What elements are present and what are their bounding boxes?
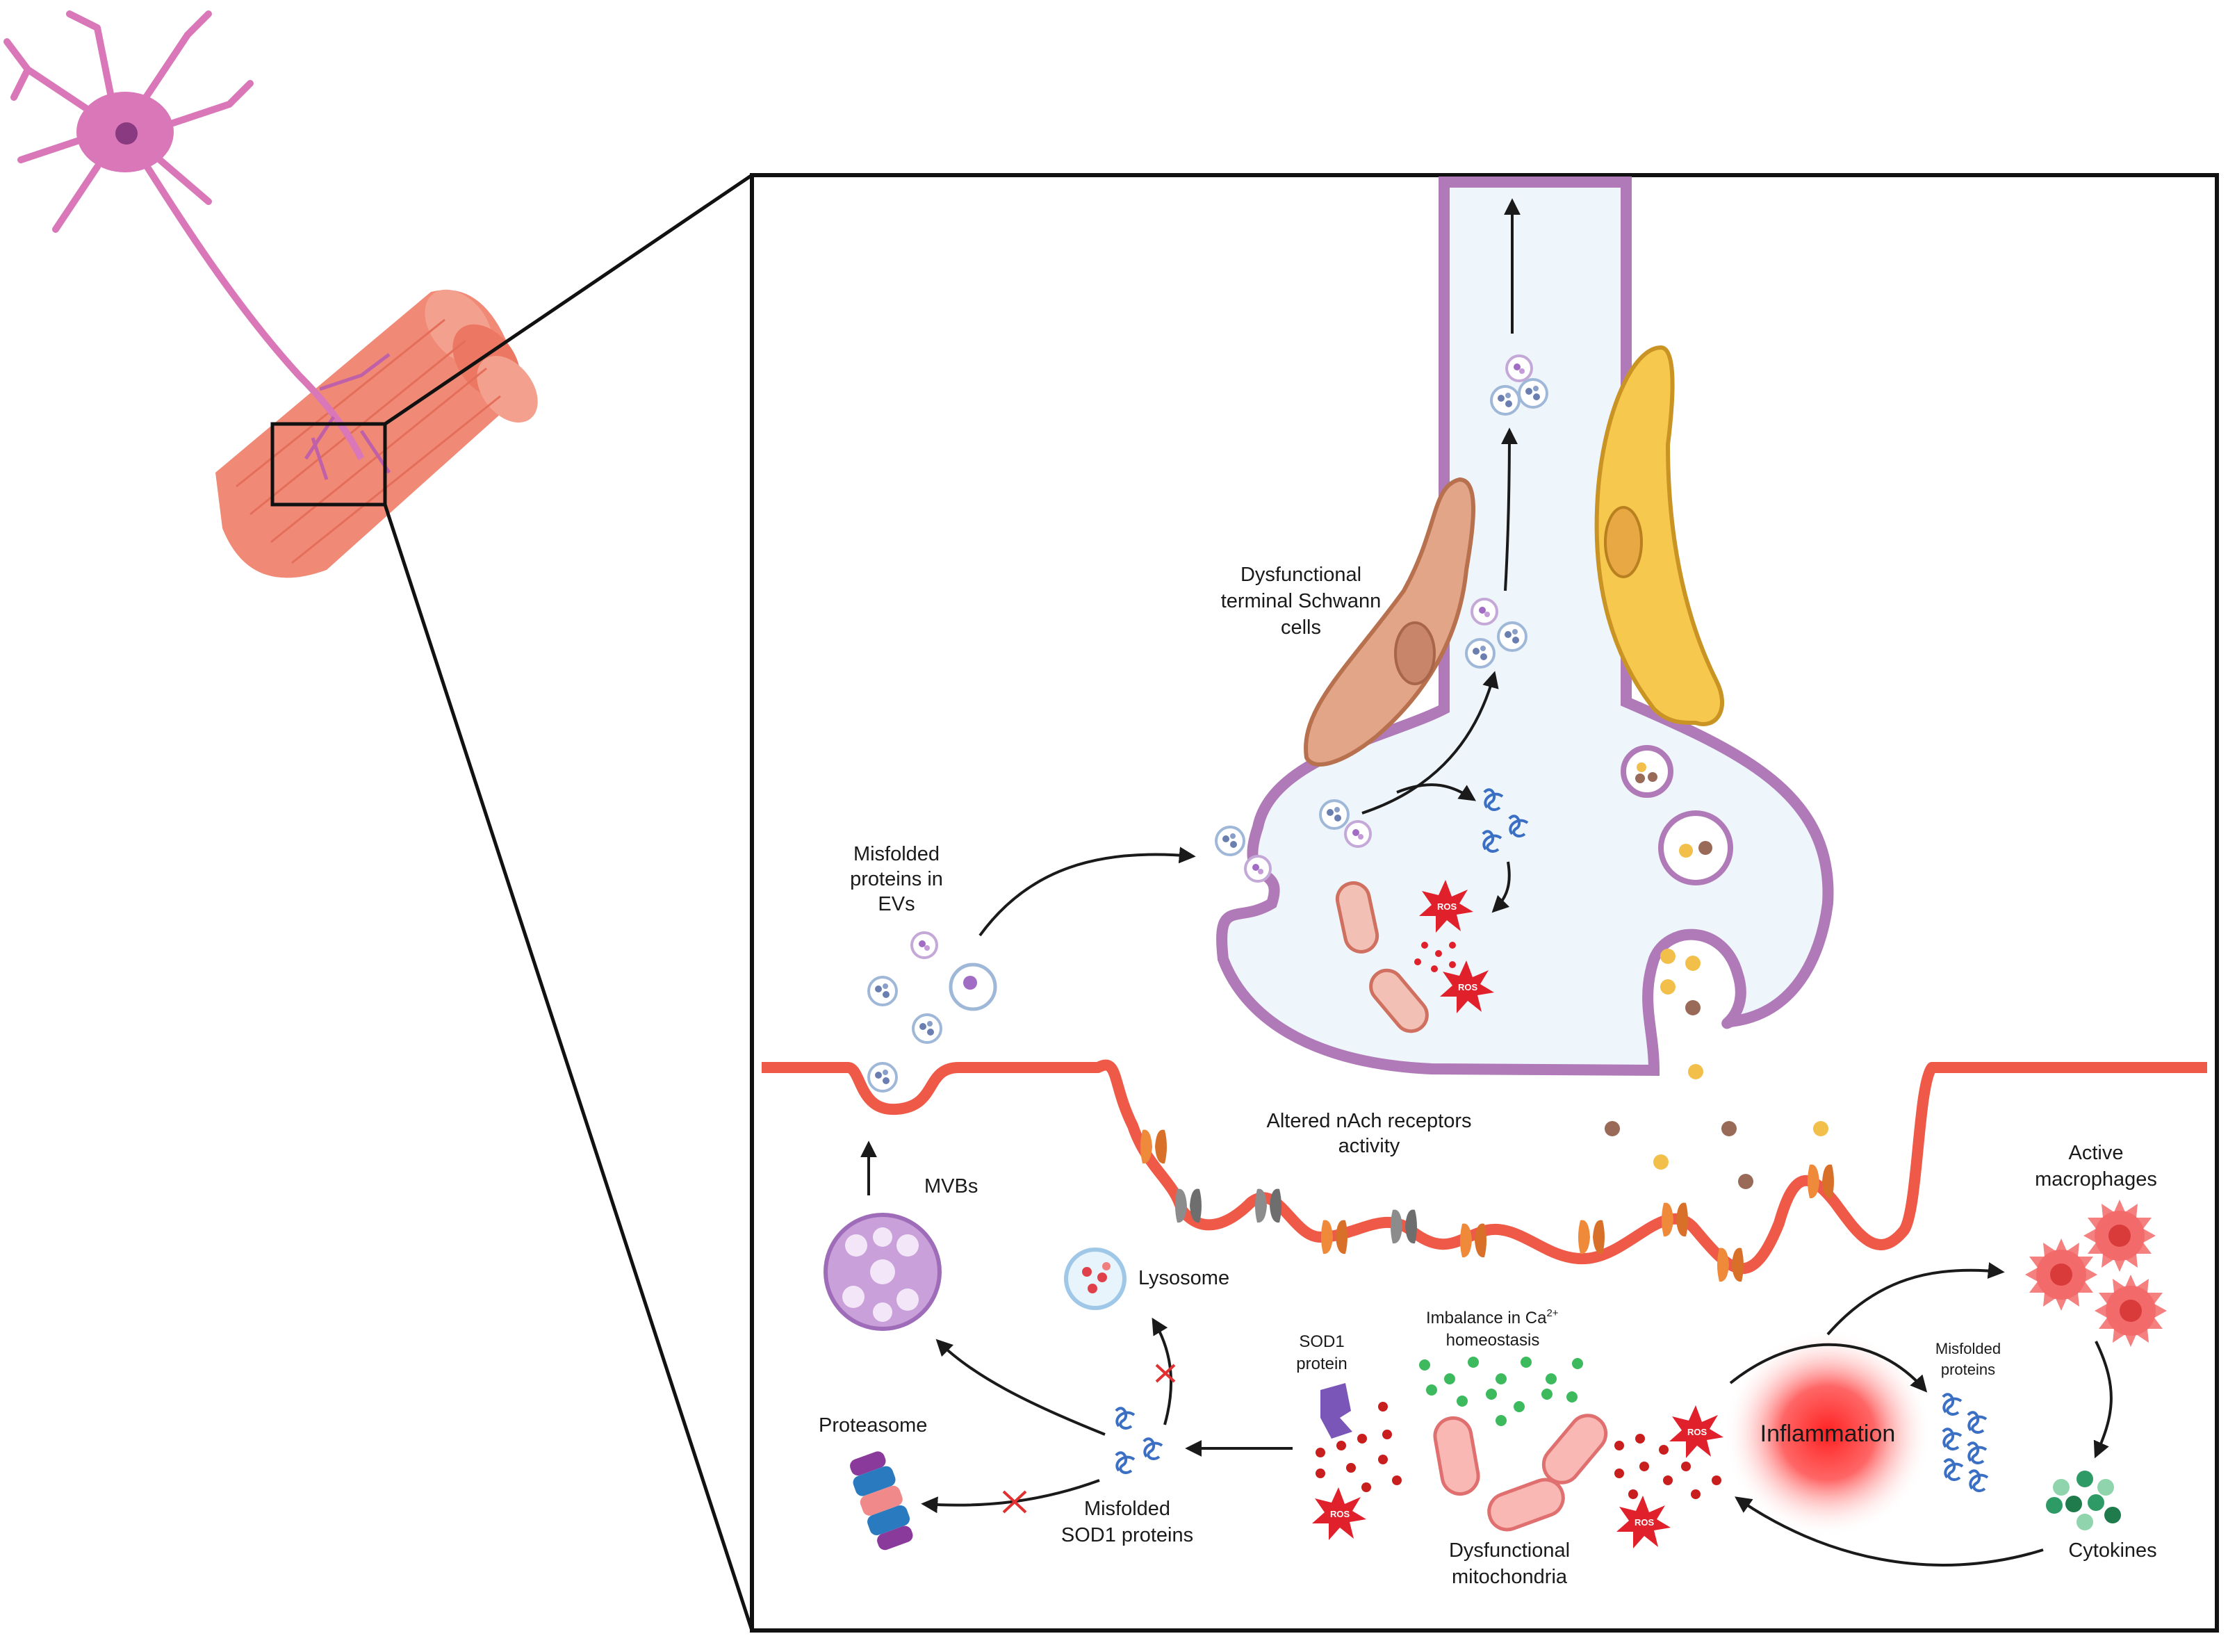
cytokines-label: Cytokines	[2068, 1539, 2156, 1562]
cytokines	[2046, 1471, 2121, 1530]
sod1-protein	[1320, 1383, 1352, 1439]
arrow-inflammation-to-misfolded	[1729, 1343, 1928, 1393]
ev-large-vesicle	[949, 963, 997, 1011]
ros-label: ROS	[1635, 1517, 1655, 1528]
ev-vesicle	[1465, 638, 1496, 669]
ev-vesicle	[1490, 385, 1521, 416]
inflammation-label: Inflammation	[1760, 1421, 1896, 1447]
ev-vesicle	[910, 931, 938, 959]
ros-label: ROS	[1458, 982, 1478, 992]
nach-label: Altered nAch receptors activity	[1267, 1110, 1472, 1157]
proteasome	[850, 1451, 913, 1551]
zoom-selection-box	[270, 422, 387, 507]
transport-arrow	[1500, 427, 1518, 591]
svg-text:protein: protein	[1296, 1355, 1347, 1373]
lysosome	[1064, 1248, 1127, 1310]
proteasome-label: Proteasome	[819, 1414, 927, 1437]
ros-label: ROS	[1687, 1427, 1707, 1437]
ros-particles-sod1	[1316, 1402, 1402, 1492]
svg-text:SOD1: SOD1	[1299, 1332, 1344, 1351]
muscle-fiber-bundle	[215, 289, 538, 578]
macrophages-label: Active macrophages	[2035, 1142, 2157, 1191]
svg-text:proteins: proteins	[1941, 1361, 1995, 1378]
svg-text:Dysfunctional: Dysfunctional	[1240, 564, 1361, 586]
schwann-label: Dysfunctional terminal Schwann cells	[1221, 564, 1382, 639]
ev-vesicle	[1319, 799, 1350, 830]
svg-text:Misfolded: Misfolded	[1935, 1340, 2001, 1357]
mvb	[824, 1213, 942, 1331]
misfolded-evs-label: Misfolded proteins in EVs	[850, 843, 943, 915]
calcium-label-text: Imbalance in Ca	[1426, 1309, 1547, 1327]
arrow-cytokines-to-ros	[1735, 1496, 2044, 1567]
ev-vesicle	[912, 1013, 942, 1044]
ev-vesicle	[1518, 378, 1548, 409]
overview-illustration	[3, 10, 754, 1631]
lysosome-label: Lysosome	[1138, 1267, 1229, 1289]
ros-label: ROS	[1330, 1509, 1350, 1519]
misfolded-proteins-label: Misfolded proteins	[1935, 1340, 2001, 1378]
svg-text:Active: Active	[2069, 1142, 2124, 1164]
dysfunctional-mitochondria	[1433, 1414, 1608, 1532]
ros-particles	[1414, 942, 1456, 972]
ev-vesicle	[1497, 621, 1527, 652]
neurotransmitter-molecules	[1605, 949, 1828, 1189]
ros-particles-inflammation	[1614, 1434, 1721, 1499]
svg-text:Misfolded: Misfolded	[1084, 1498, 1170, 1520]
svg-text:Imbalance in Ca2+: Imbalance in Ca2+	[1426, 1307, 1559, 1327]
svg-text:proteins in: proteins in	[850, 868, 943, 890]
svg-text:Misfolded: Misfolded	[853, 843, 940, 865]
synaptic-vesicle	[1621, 745, 1673, 798]
misfolded-sod1-label: Misfolded SOD1 proteins	[1061, 1498, 1193, 1546]
svg-text:SOD1 proteins: SOD1 proteins	[1061, 1524, 1193, 1546]
blocked-mark	[1002, 1490, 1027, 1514]
ev-vesicle	[867, 976, 898, 1006]
calcium-particles	[1419, 1357, 1583, 1429]
ev-arrow	[978, 847, 1196, 937]
transport-arrow	[1491, 861, 1511, 913]
transport-arrow	[1396, 783, 1476, 801]
svg-text:cells: cells	[1281, 616, 1321, 639]
schwann-cell-left	[1304, 477, 1475, 767]
ev-vesicle	[1244, 855, 1272, 883]
terminal-mitochondria	[1335, 881, 1429, 1033]
calcium-label: Imbalance in Ca2+ homeostasis	[1426, 1307, 1559, 1350]
inflammation-glow	[1723, 1329, 1932, 1537]
sod1-protein-label: SOD1 protein	[1296, 1332, 1347, 1373]
ev-vesicle	[1505, 354, 1533, 382]
svg-text:mitochondria: mitochondria	[1452, 1566, 1568, 1588]
calcium-superscript: 2+	[1546, 1307, 1558, 1319]
ev-vesicle	[1344, 820, 1372, 848]
arrow-macrophages-to-cytokines	[2093, 1341, 2113, 1459]
svg-text:macrophages: macrophages	[2035, 1168, 2157, 1191]
svg-text:homeostasis: homeostasis	[1446, 1331, 1540, 1350]
schwann-cell-right	[1594, 345, 1725, 726]
transport-arrow	[1361, 671, 1499, 815]
mito-label: Dysfunctional mitochondria	[1449, 1539, 1570, 1588]
svg-text:Dysfunctional: Dysfunctional	[1449, 1539, 1570, 1562]
ev-vesicle	[867, 1062, 898, 1093]
arrow-to-lysosome-blocked	[1152, 1317, 1173, 1425]
svg-text:activity: activity	[1338, 1135, 1400, 1157]
synaptic-vesicle	[1658, 810, 1733, 885]
zoom-line-top	[384, 173, 753, 426]
neuron	[3, 10, 391, 480]
blocked-mark	[1155, 1364, 1176, 1383]
svg-text:Altered nAch receptors: Altered nAch receptors	[1267, 1110, 1472, 1132]
svg-text:EVs: EVs	[878, 893, 915, 915]
mvbs-label: MVBs	[924, 1175, 978, 1197]
ros-label: ROS	[1437, 901, 1457, 912]
ev-vesicle	[1215, 826, 1245, 856]
arrow-to-mvb	[935, 1339, 1106, 1436]
zoom-line-bottom	[383, 504, 754, 1631]
ev-vesicle	[1471, 598, 1498, 625]
arrow-inflammation-to-macrophages	[1826, 1262, 2005, 1336]
svg-text:terminal Schwann: terminal Schwann	[1221, 590, 1382, 612]
